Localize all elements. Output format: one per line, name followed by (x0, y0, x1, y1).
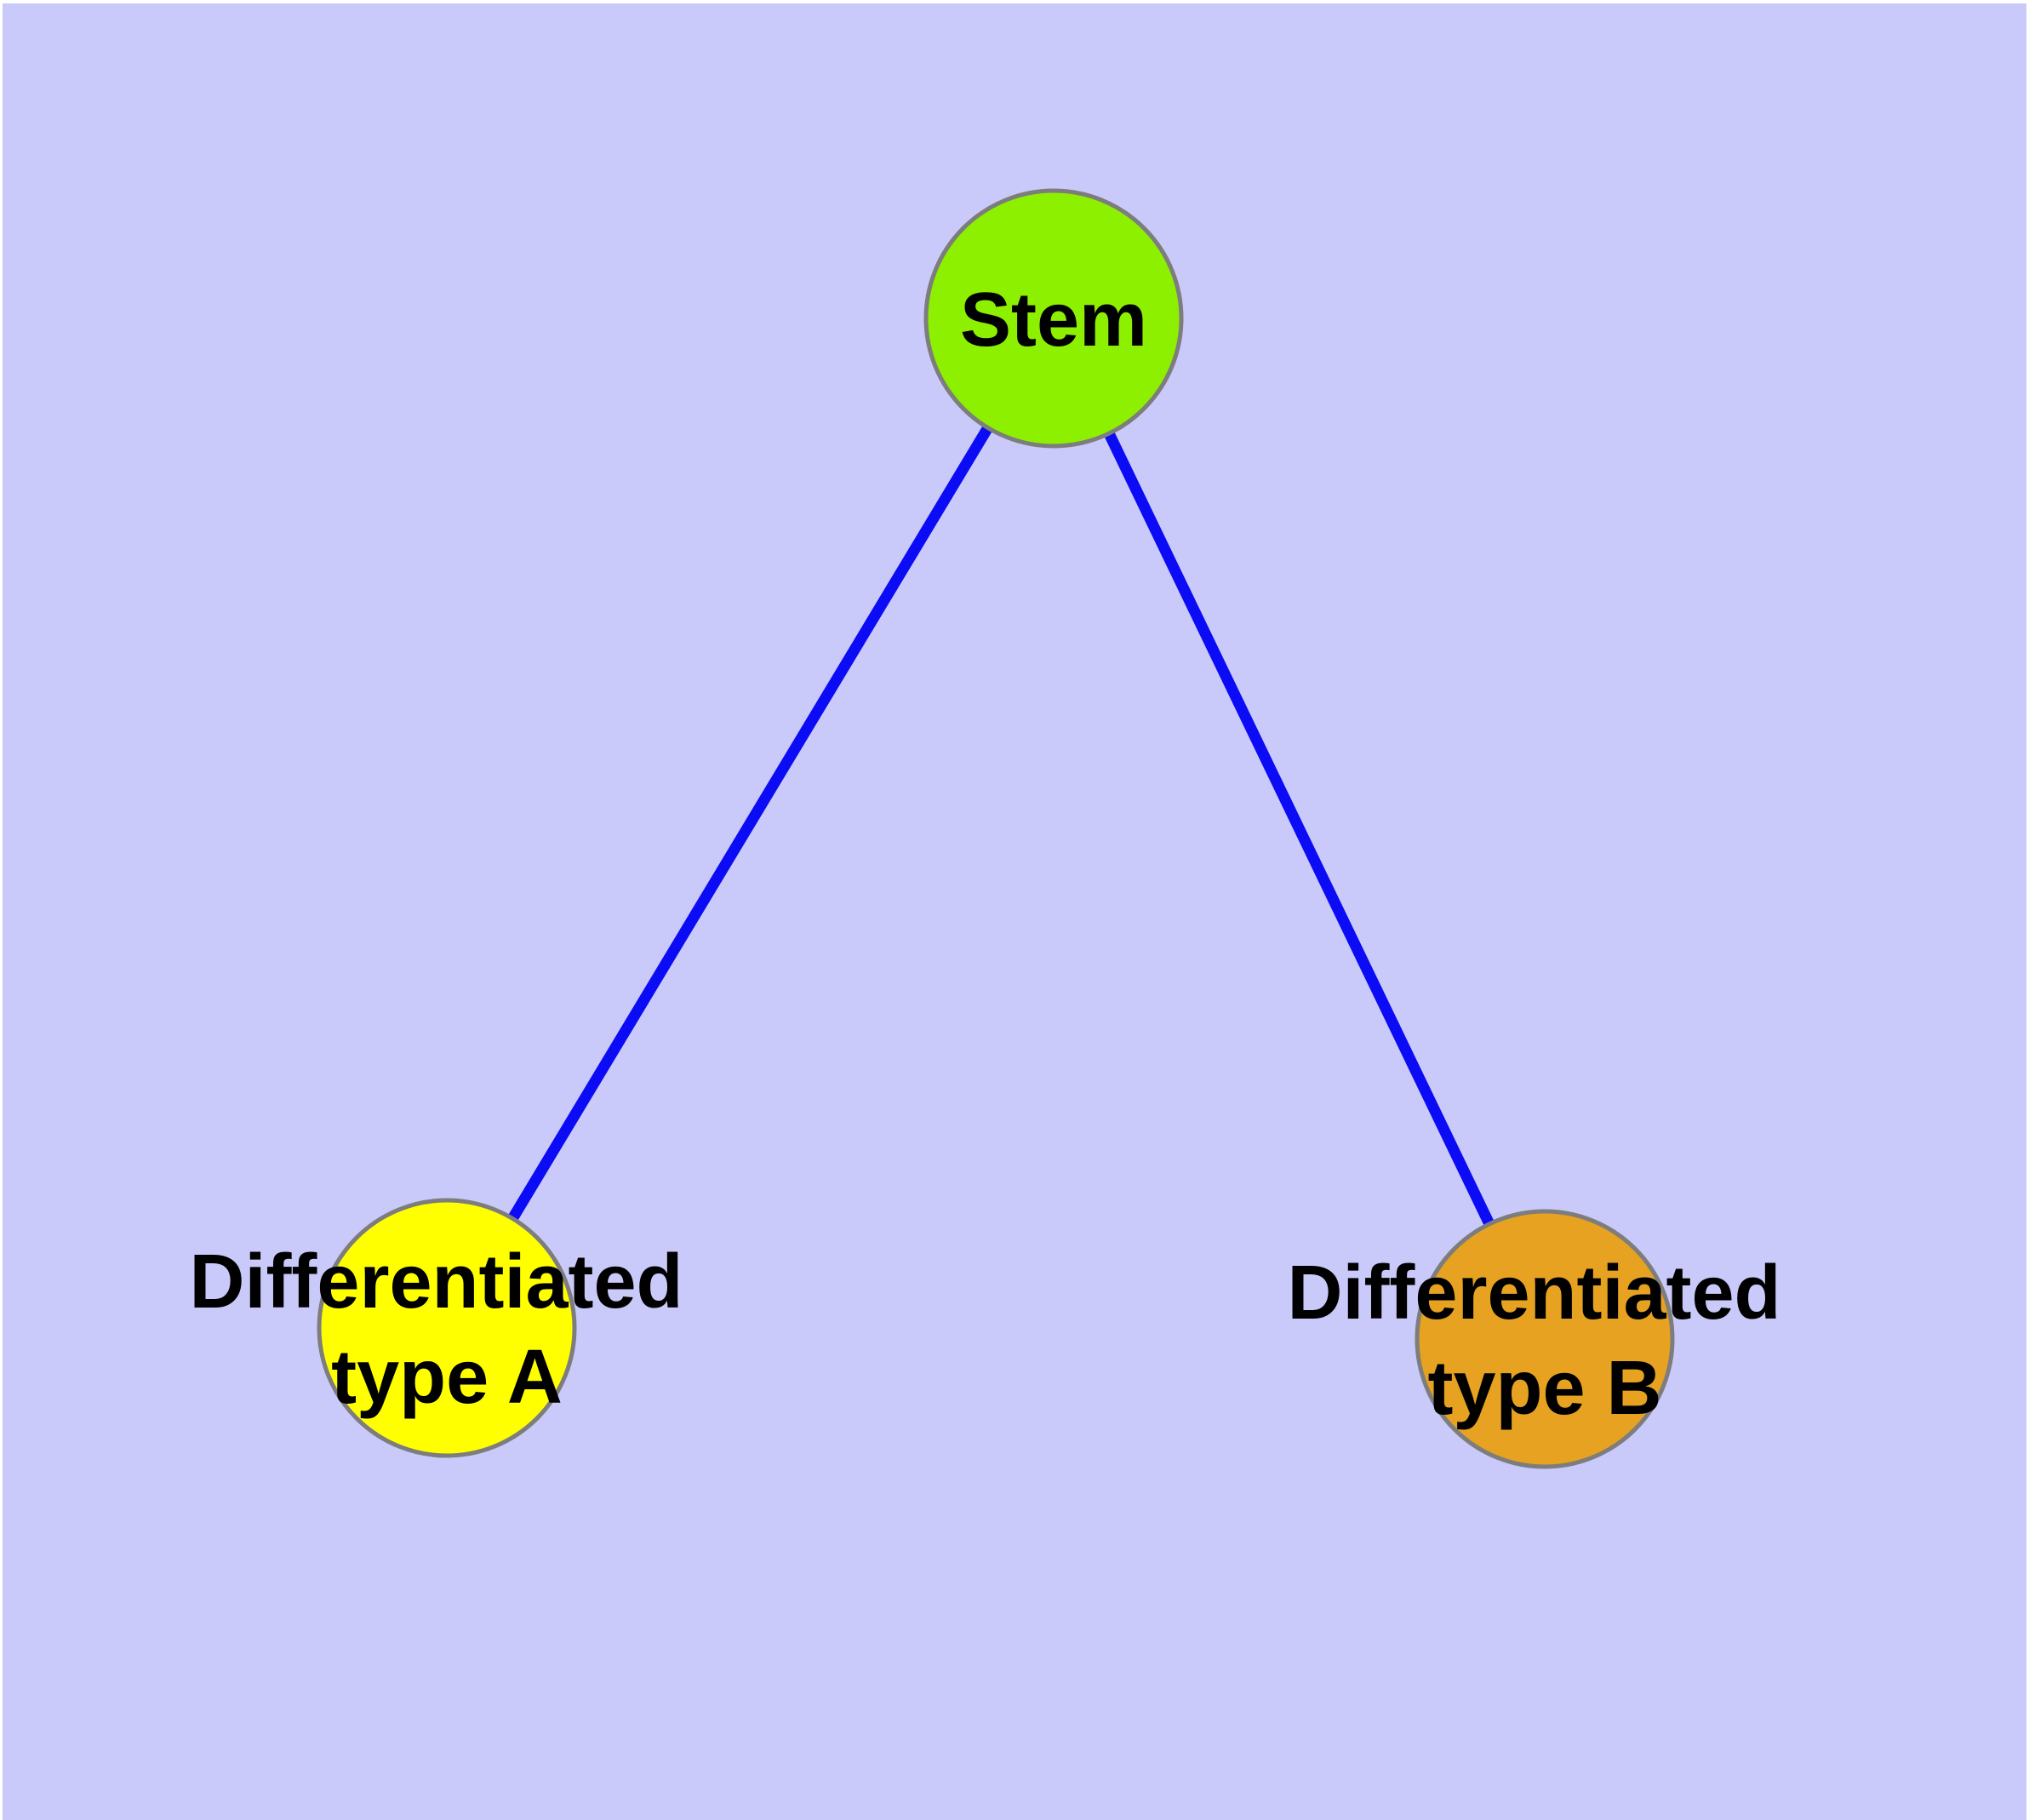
node-differentiated-type-a-label: Differentiated type A (189, 1239, 704, 1420)
node-differentiated-type-a-label-line2: type A (331, 1335, 563, 1420)
edge-stem-to-type-b (1049, 316, 1550, 1342)
node-stem-label: Stem (960, 278, 1147, 363)
node-stem (923, 188, 1184, 449)
node-differentiated-type-b-label: Differentiated type B (1287, 1251, 1802, 1431)
node-differentiated-type-b (1415, 1209, 1675, 1469)
node-differentiated-type-a-label-line1: Differentiated (189, 1239, 683, 1325)
node-differentiated-type-a (317, 1198, 577, 1458)
node-differentiated-type-b-label-line2: type B (1427, 1346, 1661, 1431)
node-differentiated-type-b-label-line1: Differentiated (1287, 1251, 1780, 1336)
edge-stem-to-type-a (442, 315, 1059, 1331)
